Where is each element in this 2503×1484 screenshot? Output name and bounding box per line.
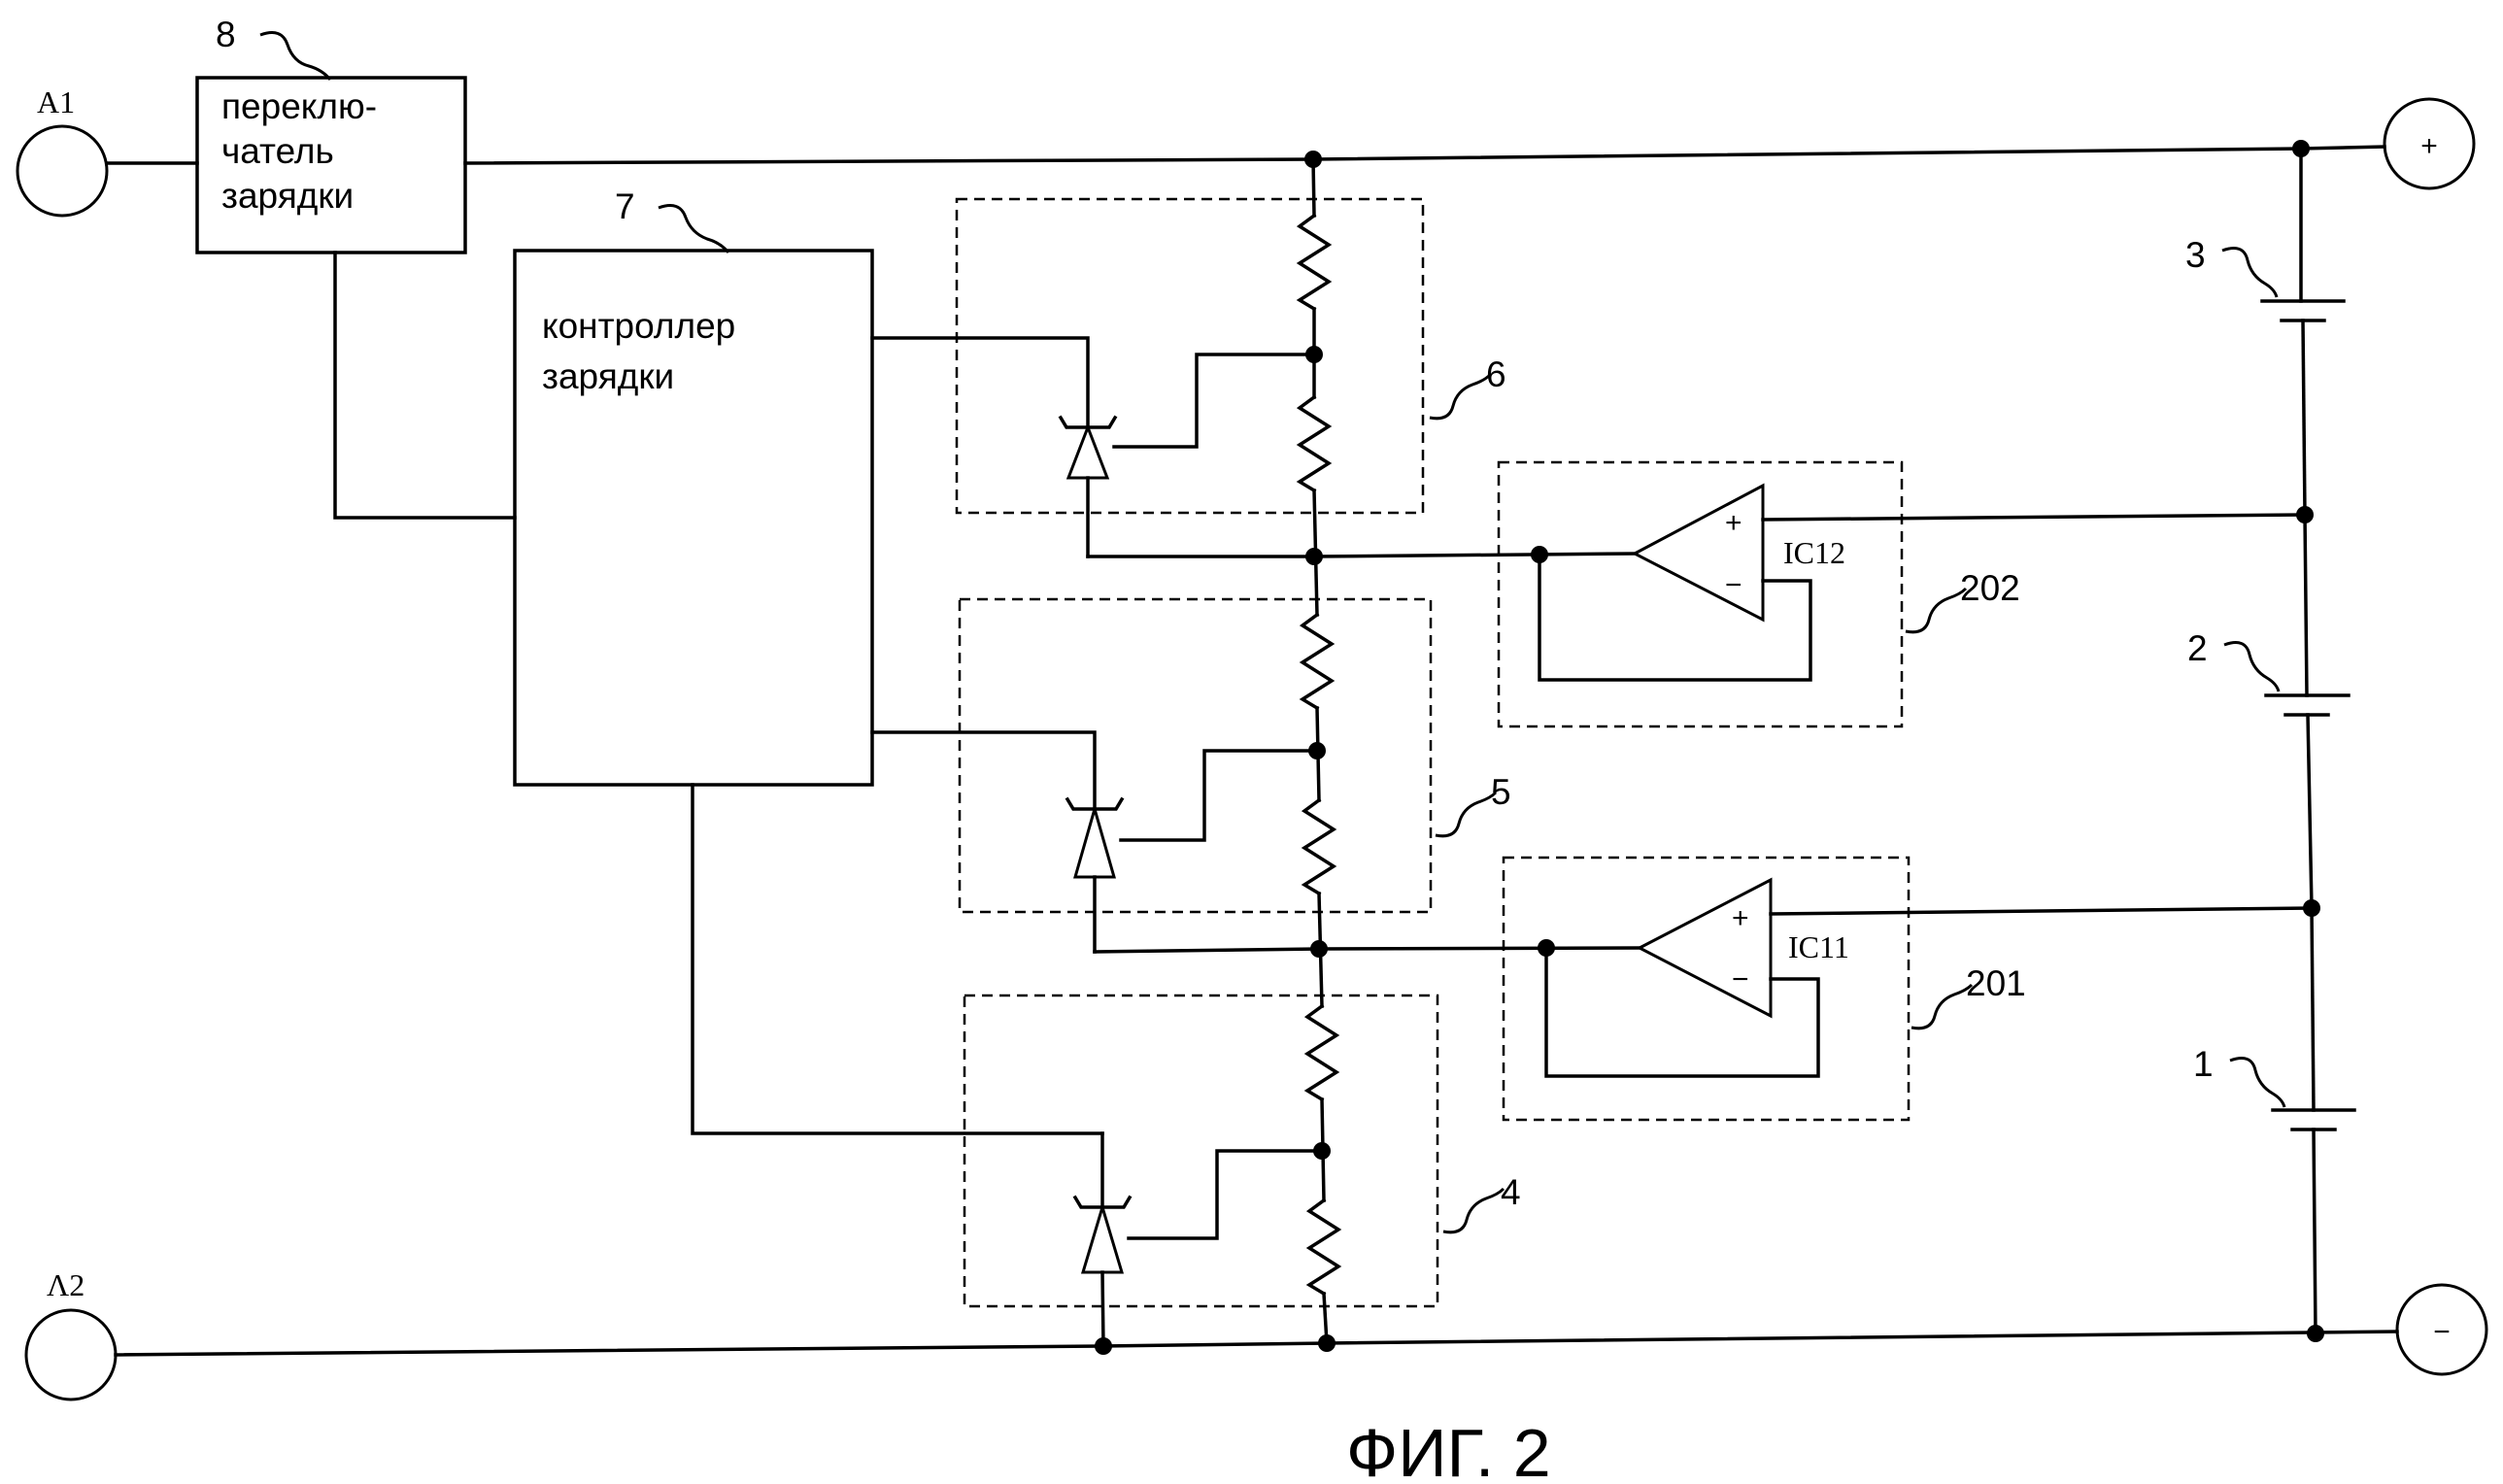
shunt-4-leader	[1442, 1187, 1505, 1234]
buffer-201-leader	[1911, 983, 1974, 1030]
resistor-5a	[1299, 612, 1336, 711]
op-amp-ic11-plus: +	[1732, 902, 1749, 934]
op-amp-ic11-chip: IC11	[1788, 929, 1849, 964]
buffer-202-ref: 202	[1960, 568, 2020, 608]
terminal-plus-sign: +	[2420, 130, 2438, 162]
cell-3-leader	[2221, 247, 2279, 298]
charge-switch-ref: 8	[216, 15, 236, 54]
buffer-202-leader	[1905, 587, 1968, 634]
op-amp-ic11-minus: −	[1732, 963, 1749, 995]
cell-1-leader	[2229, 1057, 2286, 1108]
shunt-5-ref: 5	[1491, 772, 1511, 812]
op-amp-ic12-minus: −	[1725, 569, 1742, 601]
cell-1-ref: 1	[2193, 1044, 2214, 1084]
shunt-5-leader	[1435, 791, 1498, 838]
terminal-a1	[16, 124, 109, 218]
zener-diode-5	[1073, 803, 1116, 879]
resistor-4a	[1303, 1003, 1340, 1102]
terminal-plus	[2383, 97, 2476, 190]
shunt-6-leader	[1429, 373, 1492, 421]
charge-switch-text-1: переклю-	[221, 86, 377, 126]
resistor-6a	[1296, 213, 1333, 312]
shunt-block-5	[958, 597, 1433, 914]
terminal-minus-sign: −	[2433, 1316, 2451, 1348]
op-amp-ic12-chip: IC12	[1783, 535, 1845, 570]
charge-controller-text-1: контроллер	[542, 306, 735, 346]
buffer-201-ref: 201	[1966, 963, 2026, 1003]
cell-3-ref: 3	[2185, 235, 2206, 275]
op-amp-ic12	[1631, 483, 1765, 623]
buffer-block-202	[1497, 460, 1904, 728]
charge-switch-text-2: чатель	[221, 131, 334, 171]
terminal-a2-label: Λ2	[47, 1267, 85, 1302]
op-amp-ic11	[1636, 877, 1773, 1019]
charge-switch-leader	[259, 31, 332, 81]
charge-controller-ref: 7	[615, 186, 635, 226]
buffer-block-201	[1502, 856, 1911, 1122]
terminal-a1-label: A1	[37, 84, 75, 119]
shunt-block-4	[963, 994, 1439, 1308]
charge-switch-text-3: зарядки	[221, 176, 354, 216]
zener-diode-6	[1065, 422, 1110, 480]
terminal-minus	[2395, 1283, 2488, 1376]
terminal-a2	[24, 1308, 118, 1401]
junction-dots	[1095, 140, 2324, 1355]
resistor-6b	[1296, 394, 1333, 493]
op-amp-ic12-plus: +	[1725, 507, 1742, 539]
shunt-block-6	[955, 197, 1425, 515]
shunt-4-ref: 4	[1501, 1172, 1521, 1212]
charge-controller-leader	[658, 204, 730, 253]
resistor-5b	[1301, 797, 1337, 896]
figure-caption: ФИГ. 2	[1346, 1415, 1551, 1484]
charge-switch-block	[195, 76, 467, 254]
zener-diode-4	[1080, 1201, 1125, 1274]
cell-2-leader	[2223, 641, 2281, 692]
resistor-4b	[1305, 1197, 1342, 1297]
cell-2-ref: 2	[2187, 628, 2208, 668]
charge-controller-text-2: зарядки	[542, 356, 674, 396]
shunt-6-ref: 6	[1486, 354, 1506, 394]
